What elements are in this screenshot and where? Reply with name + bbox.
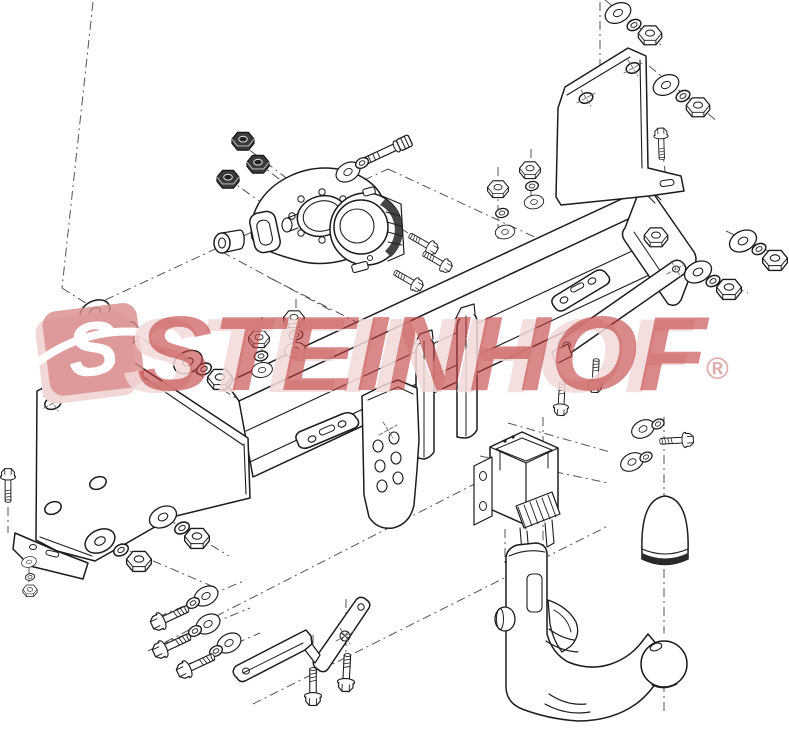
electrical-socket-housing	[329, 186, 405, 274]
receiver-housing	[473, 431, 561, 556]
brand-text-echo: STEINHOF	[123, 297, 696, 415]
hook-straps	[413, 303, 478, 460]
left-bracket-foot-plate	[12, 532, 89, 580]
detachable-swan-neck-towball	[494, 542, 688, 731]
mounting-strap-arm	[551, 259, 687, 365]
emblem-letter: S	[62, 304, 123, 395]
emblem-background	[42, 303, 145, 396]
left-side-bracket	[35, 351, 251, 562]
steinhof-emblem: S	[32, 303, 153, 404]
brand-text: STEINHOF	[137, 295, 710, 413]
spacer-bushing	[213, 229, 245, 254]
towball-cover-cap	[641, 495, 689, 566]
socket-long-bolt	[363, 134, 413, 165]
center-support-bracket	[361, 379, 420, 530]
registered-trademark: ®	[706, 351, 729, 386]
socket-loop-bracket	[249, 210, 281, 254]
beam-mounting-plate-left	[295, 411, 360, 450]
right-side-bracket	[555, 47, 685, 206]
support-strap-plate	[232, 596, 371, 683]
steinhof-watermark: S STEINHOF STEINHOF ®	[32, 295, 729, 415]
beam-mounting-plate-right	[551, 269, 611, 312]
emblem-swoosh	[32, 327, 153, 368]
